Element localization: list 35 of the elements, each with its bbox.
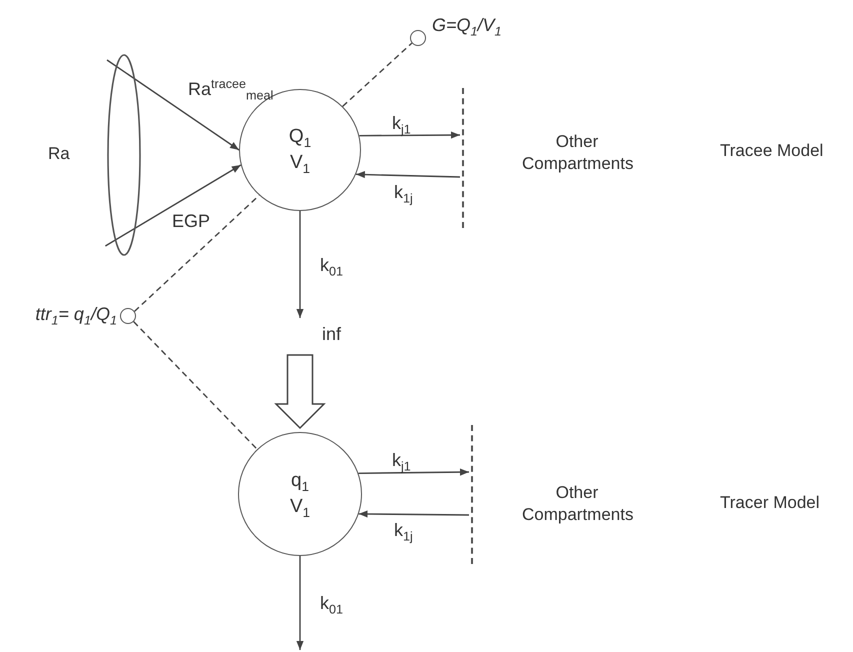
edge-label: k$_{j1}$ bbox=[392, 451, 411, 471]
edge-label: EGP bbox=[172, 212, 210, 232]
arrow bbox=[106, 59, 240, 151]
boundary-line bbox=[462, 88, 464, 228]
edge-label: k$_{1j}$ bbox=[394, 183, 413, 203]
compartment-label: q$_{1}$ V$_{1}$ bbox=[288, 469, 312, 520]
arrow bbox=[105, 164, 242, 247]
boundary-line bbox=[471, 425, 473, 564]
dashed-line bbox=[133, 321, 258, 450]
arrow bbox=[296, 556, 304, 650]
arrow bbox=[356, 170, 460, 178]
edge-label: inf bbox=[322, 325, 342, 345]
edge-label: k$_{01}$ bbox=[320, 594, 344, 614]
arrow bbox=[359, 131, 460, 139]
equation-label: G=Q$_{1}$/V$_{1}$ bbox=[432, 16, 502, 36]
measurement-circle bbox=[120, 308, 136, 324]
block-arrow bbox=[274, 354, 326, 430]
arrow bbox=[358, 510, 469, 518]
compartment-name: Other Compartments bbox=[522, 482, 632, 526]
compartment-name: Other Compartments bbox=[522, 131, 632, 176]
edge-label: k$_{1j}$ bbox=[394, 521, 413, 541]
edge-label: k$_{01}$ bbox=[320, 256, 344, 276]
compartment-circle bbox=[239, 89, 361, 211]
arrow bbox=[358, 468, 469, 476]
measurement-circle bbox=[410, 30, 426, 46]
dashed-line bbox=[342, 42, 412, 107]
equation-label: ttr$_{1}$= q$_{1}$/Q$_{1}$ bbox=[34, 305, 117, 325]
edge-label: k$_{j1}$ bbox=[392, 114, 411, 134]
model-title: Tracer Model bbox=[720, 494, 820, 513]
arrow bbox=[296, 211, 304, 318]
compartment-circle bbox=[238, 432, 362, 556]
flux-label: Ra bbox=[48, 145, 70, 164]
model-title: Tracee Model bbox=[720, 142, 824, 161]
dashed-line bbox=[134, 194, 260, 312]
compartment-label: Q$_{1}$ V$_{1}$ bbox=[288, 125, 312, 176]
